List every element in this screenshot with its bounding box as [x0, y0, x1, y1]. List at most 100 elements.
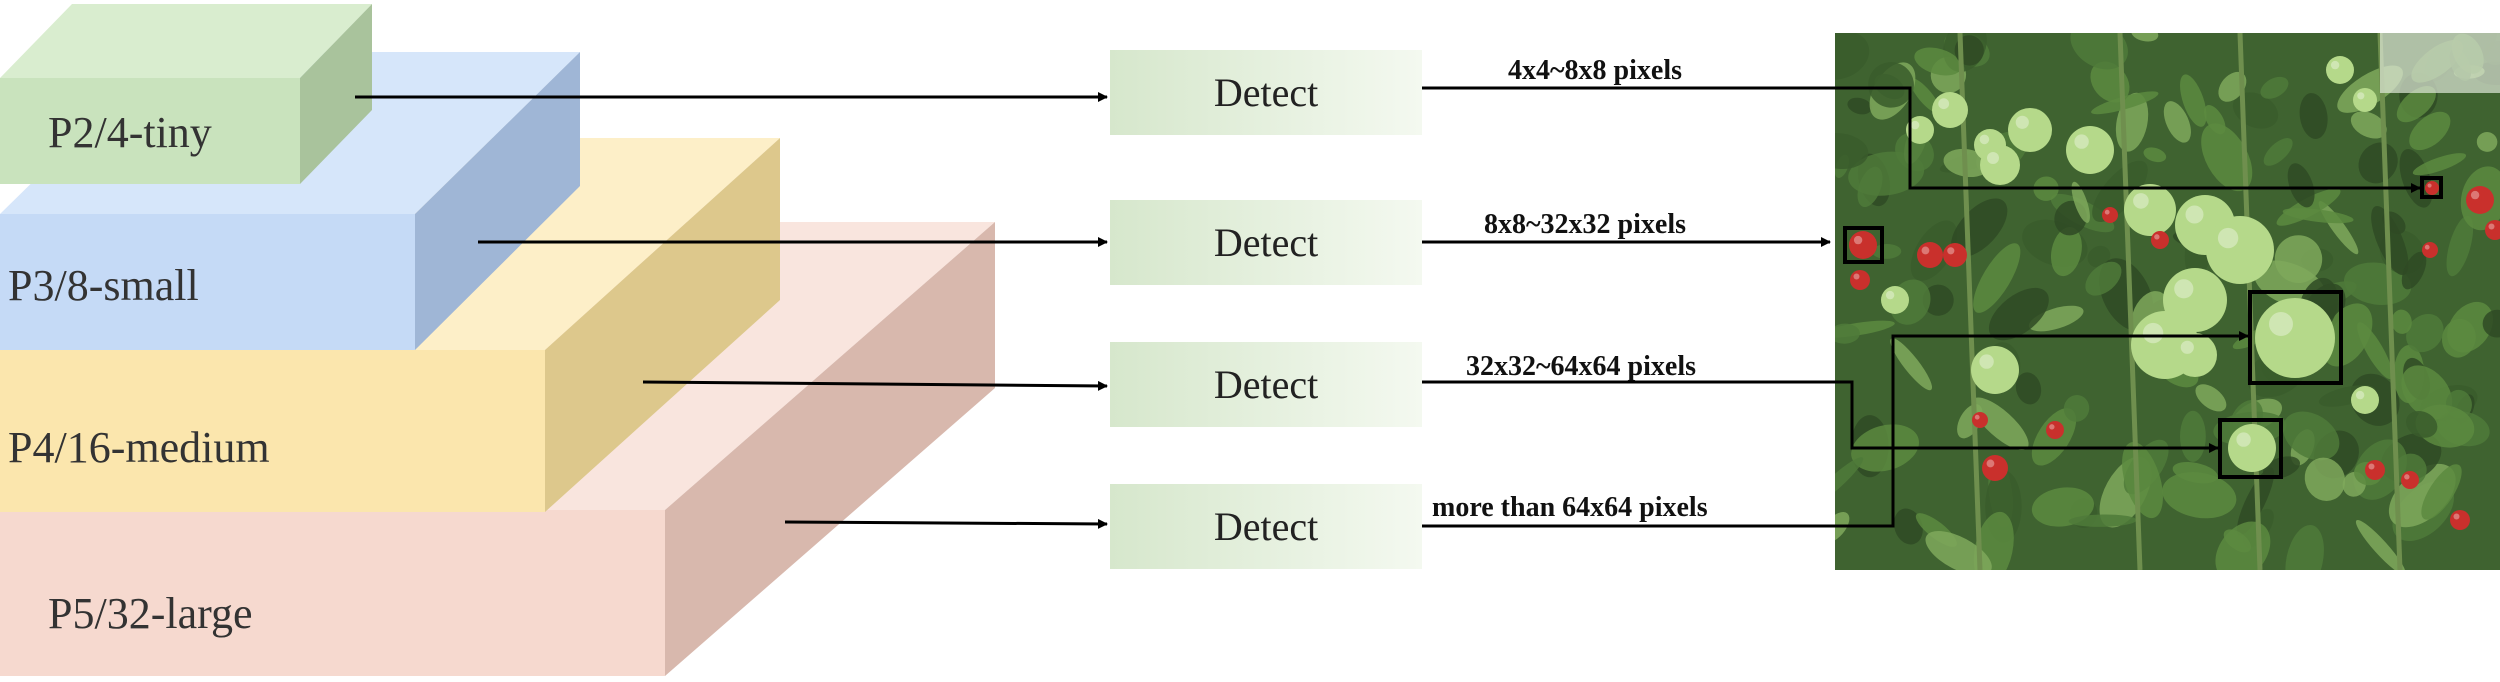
leaf — [2282, 208, 2354, 224]
leaf — [2412, 153, 2467, 176]
detect-label-1: Detect — [1214, 70, 1318, 115]
leaf — [2092, 160, 2148, 222]
layer-p2: P2/4-tiny — [0, 4, 372, 184]
green-tomato — [2206, 216, 2274, 284]
leaf — [2355, 519, 2406, 570]
leaf — [2050, 226, 2082, 277]
layer-p2-top — [0, 4, 372, 78]
leaf — [2409, 111, 2451, 151]
leaf — [2274, 235, 2323, 284]
leaf — [2071, 181, 2090, 223]
leaf — [1835, 323, 1860, 344]
leaf — [1893, 508, 1923, 545]
tomato-highlight — [1974, 414, 1980, 420]
bbox-tiny — [2420, 176, 2443, 199]
leaf — [1988, 287, 2049, 341]
leaf — [1835, 457, 1864, 507]
tomato-highlight — [2217, 227, 2239, 249]
detect-box-3: Detect — [1110, 342, 1422, 427]
leaf — [2122, 441, 2163, 519]
detect-label-3: Detect — [1214, 362, 1318, 407]
detect-box-2: Detect — [1110, 200, 1422, 285]
leaf — [1909, 78, 1941, 114]
leaf — [2446, 215, 2474, 277]
red-tomato — [2102, 207, 2118, 223]
tomato-highlight — [2015, 115, 2029, 129]
tomato-highlight — [2368, 463, 2375, 470]
tomato-highlight — [1910, 120, 1920, 130]
leaf — [2131, 33, 2159, 42]
leaf — [1922, 284, 1954, 316]
connector-large — [1422, 331, 2249, 528]
range-label-2: 8x8~32x32 pixels — [1484, 209, 1686, 240]
tomato-highlight — [2142, 322, 2164, 344]
green-tomato — [2066, 126, 2114, 174]
leaf — [1872, 244, 1902, 259]
leaf — [2358, 142, 2398, 184]
range-label-3: 32x32~64x64 pixels — [1466, 351, 1696, 382]
tomato-highlight — [2074, 134, 2089, 149]
layer-p2-front — [0, 78, 300, 184]
leaf — [2085, 261, 2122, 296]
leaf — [2396, 86, 2436, 123]
green-tomato — [2353, 88, 2377, 112]
green-tomato — [2255, 298, 2335, 378]
leaf — [1890, 338, 1933, 391]
bbox-medium — [2218, 418, 2283, 479]
layer-p5-label: P5/32-large — [48, 589, 253, 638]
layer-p5-front — [0, 510, 665, 676]
leaf — [1857, 166, 1883, 208]
tomato-highlight — [2488, 223, 2495, 230]
leaf — [2163, 101, 2191, 143]
stem — [2377, 33, 2403, 570]
green-tomato — [1932, 92, 1968, 128]
leaf — [1914, 47, 1962, 76]
red-tomato — [1943, 243, 1967, 267]
tomato-highlight — [2427, 183, 2432, 188]
leaf — [2015, 372, 2042, 405]
tomato-highlight — [2330, 60, 2340, 70]
tomato-highlight — [2236, 432, 2251, 447]
layer-p5-side — [665, 222, 995, 676]
greenhouse-light — [2380, 33, 2500, 93]
layer-p3-side — [415, 52, 580, 350]
leaf — [2204, 105, 2226, 135]
detect-box-4: Detect — [1110, 484, 1422, 569]
layer-p2-side — [300, 4, 372, 184]
leaf — [2421, 464, 2462, 520]
tomato-highlight — [1853, 273, 1860, 280]
detect-label-4: Detect — [1214, 504, 1318, 549]
layer-p2-label: P2/4-tiny — [48, 108, 212, 157]
tomato-highlight — [2049, 424, 2055, 430]
tomato-highlight — [1986, 459, 1995, 468]
tomato-highlight — [2104, 209, 2110, 215]
red-tomato — [1982, 455, 2008, 481]
leaf — [1835, 33, 1870, 80]
leaf — [1868, 62, 1914, 108]
leaf — [2482, 309, 2500, 338]
red-tomato — [2422, 242, 2438, 258]
leaf — [2263, 138, 2293, 166]
green-tomato — [2124, 184, 2176, 236]
leaf — [2441, 318, 2476, 358]
layer-p4-front — [0, 350, 545, 512]
red-tomato — [2151, 231, 2169, 249]
stem — [1957, 33, 1983, 570]
tomato-highlight — [1979, 134, 1990, 145]
leaf — [2406, 313, 2444, 353]
stem — [2117, 33, 2143, 570]
detect-label-2: Detect — [1214, 220, 1318, 265]
leaf — [2285, 524, 2324, 570]
range-label-4: more than 64x64 pixels — [1432, 492, 1708, 523]
green-tomato — [1980, 145, 2020, 185]
tomato-highlight — [1921, 246, 1930, 255]
tomato-highlight — [2133, 193, 2149, 209]
leaf — [2476, 132, 2498, 152]
green-tomato — [2351, 386, 2379, 414]
red-tomato — [1850, 270, 1870, 290]
leaf — [1971, 397, 2029, 451]
connector-tiny — [1422, 86, 2421, 193]
arrow-p5-to-detect — [784, 518, 1108, 529]
leaf — [2028, 305, 2084, 332]
red-tomato — [1972, 412, 1988, 428]
